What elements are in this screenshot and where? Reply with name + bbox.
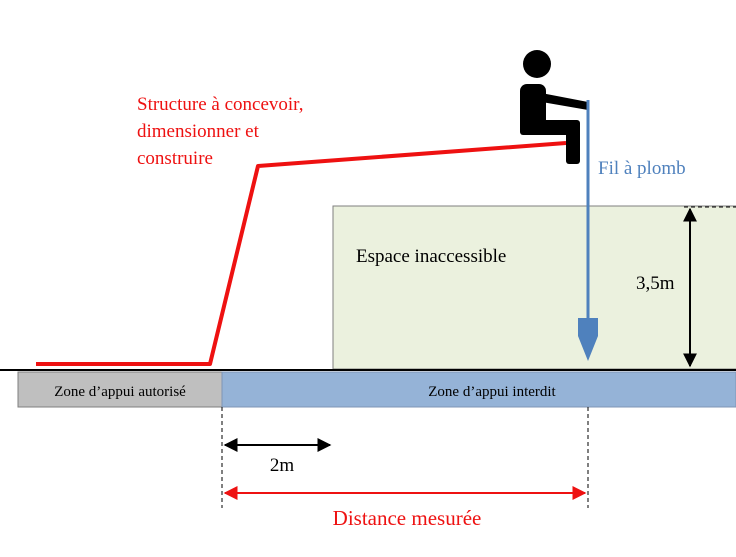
plumb-bob-icon (578, 318, 598, 361)
zone-forbidden (221, 371, 736, 408)
inaccessible-space (332, 205, 736, 370)
structure-label-line-2: dimensionner et (137, 121, 260, 142)
structure-label-line-1: Structure à concevoir, (137, 94, 303, 115)
measured-distance-label: Distance mesurée (333, 506, 482, 530)
plumb-label: Fil à plomb (598, 158, 686, 179)
inaccessible-space-label: Espace inaccessible (356, 246, 506, 267)
offset-label: 2m (270, 455, 295, 476)
zone-allowed-label: Zone d’appui autorisé (54, 384, 186, 400)
zone-allowed (17, 371, 223, 408)
structure-label-line-3: construire (137, 148, 213, 169)
seated-person-icon (520, 50, 588, 164)
structure-label: Structure à concevoir, dimensionner et c… (137, 94, 308, 169)
zone-forbidden-label: Zone d’appui interdit (428, 384, 556, 400)
height-label: 3,5m (636, 273, 675, 294)
structure-line (36, 141, 567, 366)
